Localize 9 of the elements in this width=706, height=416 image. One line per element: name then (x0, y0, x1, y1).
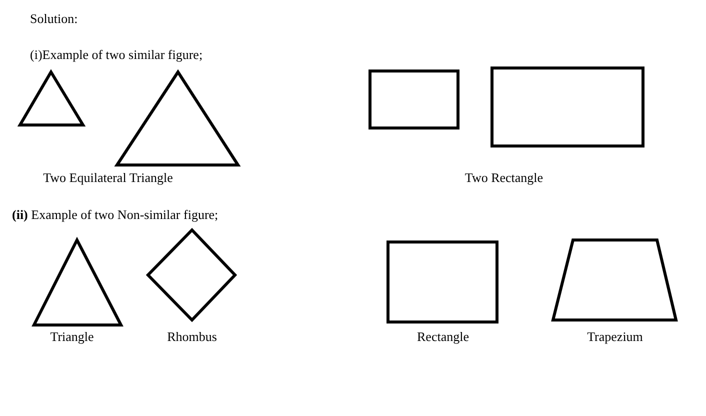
section-heading: (i)Example of two similar figure; (30, 47, 203, 63)
figure-caption: Triangle (50, 329, 94, 345)
figure-caption: Two Rectangle (464, 170, 544, 186)
figure-caption: Rectangle (417, 329, 469, 345)
section-heading: (ii) Example of two Non-similar figure; (12, 207, 218, 223)
figure-caption: Rhombus (167, 329, 217, 345)
figure-caption: Two Equilateral Triangle (43, 170, 173, 186)
figure-caption: Trapezium (587, 329, 643, 345)
heading-text: Solution: (30, 11, 78, 27)
